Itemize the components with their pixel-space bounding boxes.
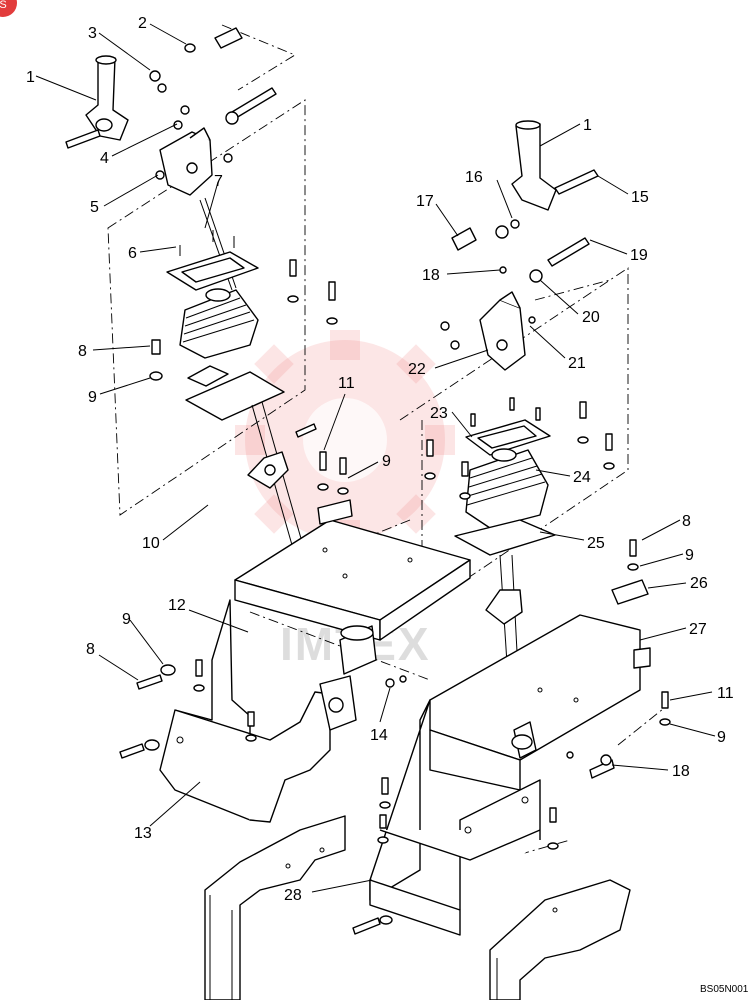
callout-14: 14 (370, 727, 388, 744)
callout-3: 3 (88, 25, 97, 42)
callout-5: 5 (90, 199, 99, 216)
callout-11: 11 (717, 685, 734, 702)
callout-26: 26 (690, 575, 708, 592)
callout-13: 13 (134, 825, 152, 842)
callout-19: 19 (630, 247, 648, 264)
callout-18: 18 (672, 763, 690, 780)
callout-17: 17 (416, 193, 434, 210)
callout-labels: 1 2 3 4 5 6 7 8 9 10 11 9 12 9 8 13 14 1… (26, 15, 734, 904)
leader-lines (35, 23, 716, 893)
callout-25: 25 (587, 535, 605, 552)
callout-7: 7 (214, 173, 223, 190)
callout-1: 1 (583, 117, 592, 134)
callout-2: 2 (138, 15, 147, 32)
callout-8: 8 (78, 343, 87, 360)
callout-11: 11 (338, 375, 355, 392)
callout-8: 8 (86, 641, 95, 658)
callout-15: 15 (631, 189, 649, 206)
callout-16: 16 (465, 169, 483, 186)
callout-20: 20 (582, 309, 600, 326)
cab-frame (204, 815, 631, 1000)
callout-4: 4 (100, 150, 109, 167)
left-side-panel (119, 599, 407, 823)
console-plate (234, 451, 471, 641)
callout-21: 21 (568, 355, 586, 372)
callout-6: 6 (128, 245, 137, 262)
callout-27: 27 (689, 621, 707, 638)
callout-22: 22 (408, 361, 426, 378)
callout-9: 9 (88, 389, 97, 406)
callout-24: 24 (573, 469, 591, 486)
svg-text:S: S (0, 0, 7, 11)
callout-10: 10 (142, 535, 160, 552)
right-side-console (352, 539, 671, 936)
callout-8: 8 (682, 513, 691, 530)
callout-18: 18 (422, 267, 440, 284)
callout-23: 23 (430, 405, 448, 422)
callout-12: 12 (168, 597, 186, 614)
callout-9: 9 (717, 729, 726, 746)
callout-28: 28 (284, 887, 302, 904)
callout-9: 9 (685, 547, 694, 564)
callout-9: 9 (122, 611, 131, 628)
callout-9: 9 (382, 453, 391, 470)
left-lever-assembly (65, 27, 338, 616)
drawing-reference: BS05N001 (700, 984, 749, 995)
callout-1: 1 (26, 69, 35, 86)
corner-badge: S (0, 0, 17, 17)
right-lever-assembly (424, 120, 615, 711)
